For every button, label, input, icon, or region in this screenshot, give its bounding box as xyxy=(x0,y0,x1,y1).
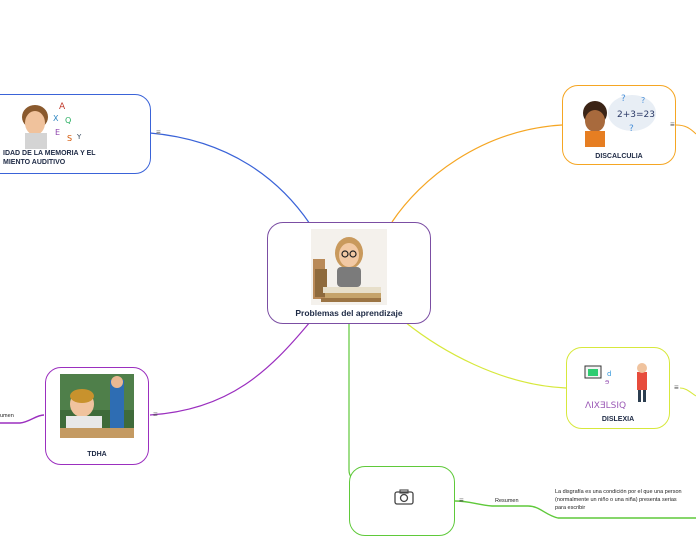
node-dislexia-title: DISLEXIA xyxy=(601,416,635,423)
node-discalculia-title: DISCALCULIA xyxy=(595,153,643,160)
connector-tdha xyxy=(149,321,311,416)
disgrafia-summary-line-3: para escribir xyxy=(555,505,586,511)
connector-tdha-resumen xyxy=(0,414,45,424)
node-memoria[interactable]: A X Q E S Y IDAD DE LA MEMORIA Y EL MIEN… xyxy=(0,94,151,174)
connector-disgrafia-resumen xyxy=(454,500,696,519)
node-tdha-menu-icon[interactable]: ≡ xyxy=(153,410,158,419)
node-discalculia-menu-icon[interactable]: ≡ xyxy=(670,120,675,129)
node-memoria-title-2: MIENTO AUDITIVO xyxy=(3,159,66,166)
dyslexia-word-image: d ɘ ΛIXƎLSIQ xyxy=(581,352,657,412)
svg-text:S: S xyxy=(67,134,72,143)
central-topic-title: Problemas del aprendizaje xyxy=(295,308,403,318)
disgrafia-summary-line-1: La disgrafía es una condición por el que… xyxy=(555,489,682,495)
camera-icon xyxy=(394,489,414,505)
dyslexia-word-text: ΛIXƎLSIQ xyxy=(585,401,626,411)
connector-discalculia-out xyxy=(675,124,696,135)
node-tdha-title: TDHA xyxy=(87,451,107,458)
svg-text:A: A xyxy=(59,102,66,112)
svg-text:Q: Q xyxy=(65,116,71,125)
node-discalculia[interactable]: 2+3=23 ? ? ? DISCALCULIA xyxy=(562,85,676,165)
central-topic[interactable]: Problemas del aprendizaje xyxy=(267,222,431,324)
node-dislexia-menu-icon[interactable]: ≡ xyxy=(674,383,679,392)
girl-math-bubble-image: 2+3=23 ? ? ? xyxy=(577,91,657,147)
connector-disgrafia xyxy=(348,322,361,481)
node-dislexia[interactable]: d ɘ ΛIXƎLSIQ DISLEXIA xyxy=(566,347,670,429)
tdha-resumen-label[interactable]: umen xyxy=(0,413,14,419)
connector-dislexia xyxy=(404,321,567,389)
node-memoria-menu-icon[interactable]: ≡ xyxy=(156,128,161,137)
svg-text:?: ? xyxy=(641,96,645,105)
connector-dislexia-out xyxy=(679,387,696,397)
svg-text:E: E xyxy=(55,128,60,137)
node-disgrafia[interactable] xyxy=(349,466,455,536)
svg-text:d: d xyxy=(607,370,611,378)
node-memoria-title-1: IDAD DE LA MEMORIA Y EL xyxy=(3,150,96,157)
svg-text:X: X xyxy=(53,114,59,123)
svg-text:?: ? xyxy=(629,124,634,134)
node-tdha[interactable]: TDHA xyxy=(45,367,149,465)
boy-classroom-image xyxy=(60,374,134,438)
svg-text:?: ? xyxy=(621,94,626,104)
connector-memoria xyxy=(149,132,311,225)
svg-text:Y: Y xyxy=(76,133,82,141)
girl-with-books-image xyxy=(311,229,387,305)
disgrafia-resumen-label[interactable]: Resumen xyxy=(495,498,519,504)
node-disgrafia-menu-icon[interactable]: ≡ xyxy=(459,496,464,505)
math-bubble-text: 2+3=23 xyxy=(617,110,655,120)
svg-text:ɘ: ɘ xyxy=(605,378,609,386)
connector-discalculia xyxy=(391,124,563,223)
disgrafia-summary-line-2: (normalmente un niño o una niña) present… xyxy=(555,497,677,503)
child-listening-letters-image: A X Q E S Y xyxy=(7,99,93,149)
